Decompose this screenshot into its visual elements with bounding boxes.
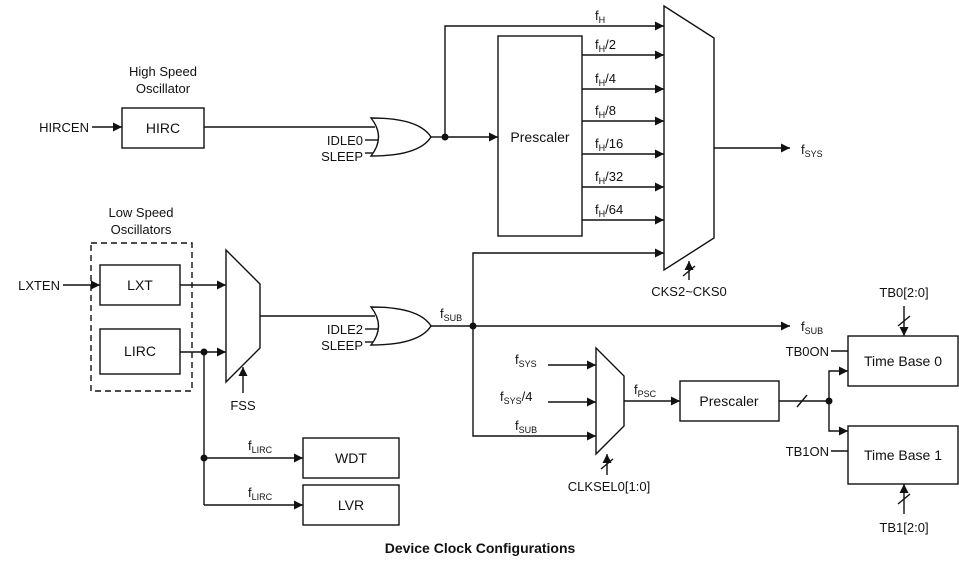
wires — [63, 21, 911, 514]
tb-prescaler-label: Prescaler — [699, 393, 758, 409]
wdt-label: WDT — [335, 450, 367, 466]
fsub-node-label: fSUB — [440, 306, 462, 323]
time-base-0-block — [847, 335, 959, 387]
fh64-label: fH/64 — [595, 202, 623, 219]
junction-dot — [200, 454, 208, 462]
wire-cks-slash — [682, 265, 696, 277]
wire-clksel-slash — [600, 458, 614, 470]
lvr-block — [302, 484, 400, 526]
junction-dot — [441, 133, 449, 141]
system-clock-mux — [663, 4, 715, 272]
flirc-lvr-label: fLIRC — [248, 485, 273, 502]
fh16-label: fH/16 — [595, 136, 623, 153]
fh2-label: fH/2 — [595, 37, 616, 54]
idle2-label: IDLE2 — [327, 322, 363, 337]
or-gate-idle2 — [369, 306, 432, 346]
wire-fsub-to-clksel — [472, 326, 596, 441]
wire-to-tb0 — [828, 366, 848, 401]
low-speed-label-line2: Oscillators — [111, 222, 172, 237]
sleep-label-b: SLEEP — [321, 338, 363, 353]
fsys-output-label: fSYS — [801, 142, 823, 159]
fsub-input-label: fSUB — [515, 418, 537, 435]
fss-label: FSS — [230, 398, 256, 413]
high-speed-label-line1: High Speed — [129, 64, 197, 79]
wire-to-tb1 — [828, 401, 848, 436]
fh32-label: fH/32 — [595, 169, 623, 186]
wire-fsub-to-mux — [472, 248, 664, 326]
low-speed-label-line1: Low Speed — [108, 205, 173, 220]
low-speed-oscillators-group — [90, 242, 193, 392]
idle0-label: IDLE0 — [327, 133, 363, 148]
high-speed-label-line2: Oscillator — [136, 81, 191, 96]
wire-psc-slash — [796, 394, 808, 408]
fh4-label: fH/4 — [595, 71, 616, 88]
lxt-label: LXT — [127, 277, 153, 293]
sleep-label-a: SLEEP — [321, 149, 363, 164]
wire-tb1sel-slash — [897, 493, 911, 505]
lxten-label: LXTEN — [18, 278, 60, 293]
fh8-label: fH/8 — [595, 103, 616, 120]
tb-prescaler-block — [679, 380, 780, 422]
fh-label: fH — [595, 8, 605, 25]
hirc-label: HIRC — [146, 120, 180, 136]
main-prescaler-block — [497, 35, 583, 237]
lxt-block — [99, 264, 181, 306]
lirc-block — [99, 328, 181, 375]
fss-mux — [225, 248, 261, 384]
cks-label: CKS2~CKS0 — [651, 284, 727, 299]
fsys-input-label: fSYS — [515, 352, 537, 369]
or-gate-idle0 — [369, 117, 432, 157]
main-prescaler-label: Prescaler — [510, 129, 569, 145]
hircen-label: HIRCEN — [39, 120, 89, 135]
clksel-label: CLKSEL0[1:0] — [568, 479, 650, 494]
wdt-block — [302, 437, 400, 479]
junction-dot — [200, 348, 208, 356]
time-base-1-label: Time Base 1 — [864, 447, 942, 463]
hirc-block — [121, 107, 205, 149]
diagram-title: Device Clock Configurations — [385, 540, 576, 556]
tb0-select-label: TB0[2:0] — [879, 285, 928, 300]
tb1-select-label: TB1[2:0] — [879, 520, 928, 535]
lvr-label: LVR — [338, 497, 364, 513]
wire-tb0sel-slash — [897, 315, 911, 327]
lirc-label: LIRC — [124, 343, 156, 359]
clksel-mux — [595, 346, 625, 456]
tb0on-label: TB0ON — [786, 344, 829, 359]
time-base-1-block — [847, 425, 959, 485]
junction-dot — [825, 397, 833, 405]
fsys4-input-label: fSYS/4 — [500, 389, 532, 406]
junction-dot — [469, 322, 477, 330]
tb1on-label: TB1ON — [786, 444, 829, 459]
wire-fh-top — [444, 21, 664, 137]
time-base-0-label: Time Base 0 — [864, 353, 942, 369]
fpsc-label: fPSC — [634, 382, 657, 399]
fsub-output-label: fSUB — [801, 319, 823, 336]
flirc-wdt-label: fLIRC — [248, 438, 273, 455]
